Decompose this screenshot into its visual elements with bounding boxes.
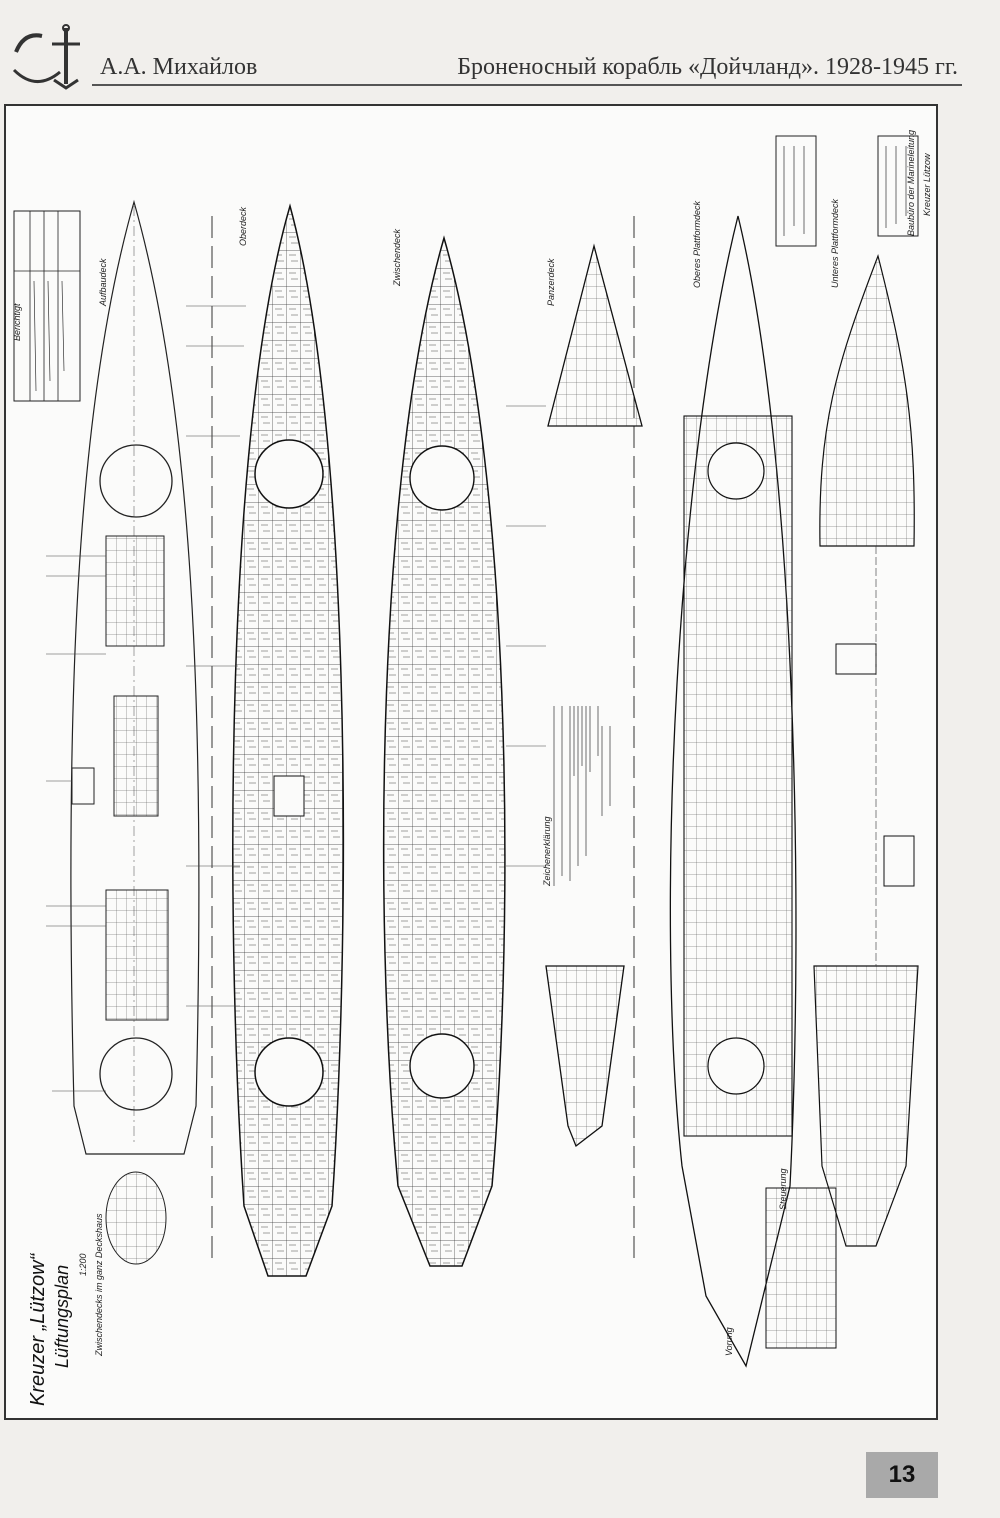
deck-label-oberdeck: Oberdeck — [238, 206, 248, 246]
plate-note: Zwischendecks im ganz Deckshaus — [94, 1213, 104, 1357]
page-header: А.А. Михайлов Броненосный корабль «Дойчл… — [0, 0, 1000, 100]
author-name: А.А. Михайлов — [100, 54, 258, 80]
oberes-plattformdeck-plan — [669, 215, 837, 1368]
plate-title: Kreuzer „Lützow“ — [27, 1252, 49, 1406]
zwischendeck-plan — [382, 235, 546, 1267]
stamp-org: Baubüro der Marineleitung — [906, 130, 916, 236]
blueprint-plate: Berichtigt Aufbaudeck Obe — [4, 104, 938, 1420]
approval-stamps — [775, 135, 919, 247]
header-rule — [92, 84, 962, 86]
deck-label-zwischendeck: Zwischendeck — [392, 228, 402, 287]
deck-label-aufbaudeck: Aufbaudeck — [98, 258, 108, 307]
anchor-logo-icon — [12, 24, 80, 90]
legend-heading: Zeichenerklärung — [542, 816, 552, 887]
page-number-badge: 13 — [866, 1452, 938, 1498]
stamp-signature: Kreuzer Lützow — [922, 153, 932, 216]
plate-subtitle: Lüftungsplan — [52, 1265, 72, 1368]
schema-label: Steuerung — [778, 1168, 788, 1210]
oberdeck-plan — [186, 203, 345, 1277]
frame-markers — [211, 216, 635, 1266]
unteres-plattformdeck-plan — [813, 254, 919, 1247]
revision-box — [13, 210, 81, 402]
legend-block — [553, 706, 611, 886]
aufbaudeck-plan — [46, 199, 200, 1265]
deck-label-panzerdeck: Panzerdeck — [546, 258, 556, 306]
legend-small-block — [573, 706, 599, 776]
revision-label: Berichtigt — [12, 303, 22, 341]
deck-label-unteres-plattformdeck: Unteres Plattformdeck — [830, 198, 840, 288]
page-number: 13 — [888, 1461, 916, 1488]
book-title: Броненосный корабль «Дойчланд». 1928-194… — [457, 54, 958, 80]
panzerdeck-plan — [545, 243, 643, 1148]
schema-label-2: Vorung — [724, 1327, 734, 1356]
deck-label-oberes-plattformdeck: Oberes Plattformdeck — [692, 200, 702, 288]
ventilation-plan-drawing: Berichtigt Aufbaudeck Obe — [12, 130, 932, 1406]
plate-scale: 1:200 — [78, 1253, 88, 1276]
